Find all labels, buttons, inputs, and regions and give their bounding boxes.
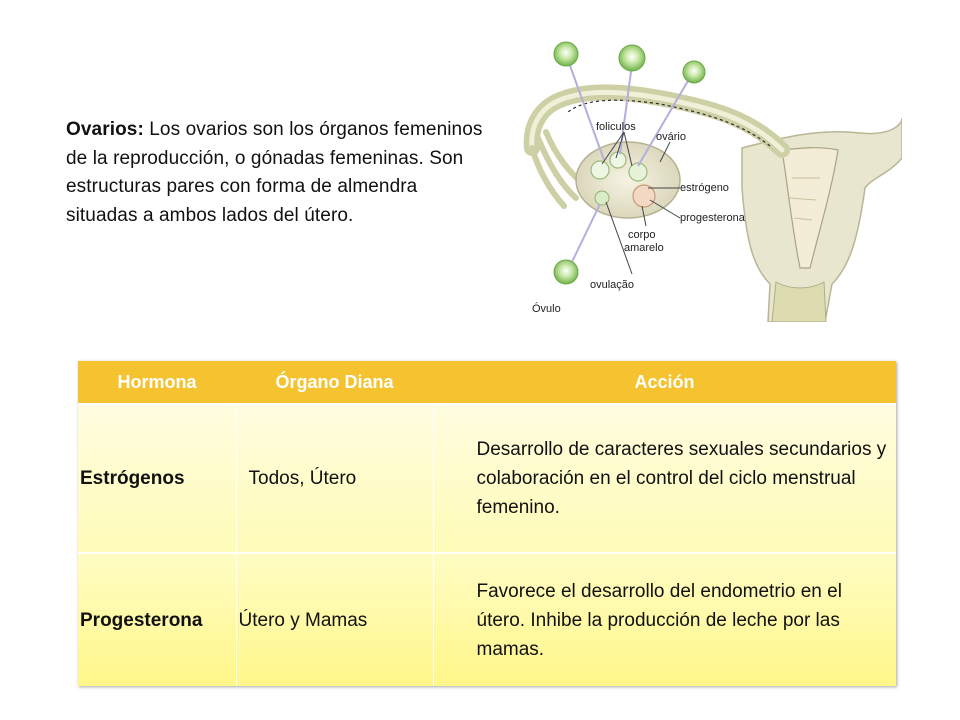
leader-line [567, 59, 605, 161]
leader-line [569, 203, 601, 267]
table-row: Progesterona Útero y Mamas Favorece el d… [78, 552, 896, 686]
hormone-table: Hormona Órgano Diana Acción Estrógenos T… [78, 361, 896, 686]
table-row: Estrógenos Todos, Útero Desarrollo de ca… [78, 403, 896, 553]
header-accion: Acción [433, 361, 896, 404]
header-hormona: Hormona [78, 361, 236, 404]
follicle [590, 160, 610, 180]
label-ovulacao: ovulação [590, 279, 634, 291]
endometrium-lines [789, 177, 820, 221]
label-corpo: corpo [628, 229, 656, 241]
follicle-stage-3 [682, 60, 706, 84]
label-ovulo: Óvulo [532, 302, 561, 315]
follicle-stage-1 [553, 41, 579, 67]
cervix-shape [771, 281, 827, 322]
header-organo-diana: Órgano Diana [236, 361, 433, 404]
label-estrogeno: estrógeno [680, 182, 729, 194]
pointer-corpo [641, 205, 647, 227]
fallopian-tube-lumen [529, 89, 785, 153]
pointer-ovulacao [605, 201, 633, 275]
follicle-stage-2 [618, 44, 646, 72]
cell-hormona: Estrógenos [78, 403, 236, 553]
label-progesterona: progesterona [680, 212, 746, 224]
leader-line [637, 73, 693, 167]
label-ovario: ovário [656, 131, 686, 143]
pointer-ovario [659, 141, 671, 163]
cell-organo: Todos, Útero [235, 403, 433, 553]
ovarios-description: Ovarios: Los ovarios son los órganos fem… [66, 116, 486, 230]
follicle [594, 190, 610, 206]
ovary-anatomy-diagram: foliculos ovário estrógeno progesterona … [523, 41, 902, 322]
table-header-row: Hormona Órgano Diana Acción [78, 361, 896, 404]
ovarios-text: Los ovarios son los órganos femeninos de… [66, 119, 483, 226]
cell-organo: Útero y Mamas [235, 552, 433, 686]
cell-accion: Favorece el desarrollo del endometrio en… [432, 552, 896, 686]
corpus-luteum [632, 184, 656, 208]
ovarios-term: Ovarios: [66, 119, 144, 140]
follicle [628, 162, 648, 182]
pointer-foliculos [601, 131, 633, 167]
label-amarelo: amarelo [624, 242, 664, 254]
cell-accion: Desarrollo de caracteres sexuales secund… [432, 403, 896, 553]
ovum-cell [553, 259, 579, 285]
pointer-progesterona [649, 199, 681, 219]
follicle [609, 151, 627, 169]
cell-hormona: Progesterona [78, 552, 236, 686]
label-foliculos: foliculos [596, 121, 636, 133]
